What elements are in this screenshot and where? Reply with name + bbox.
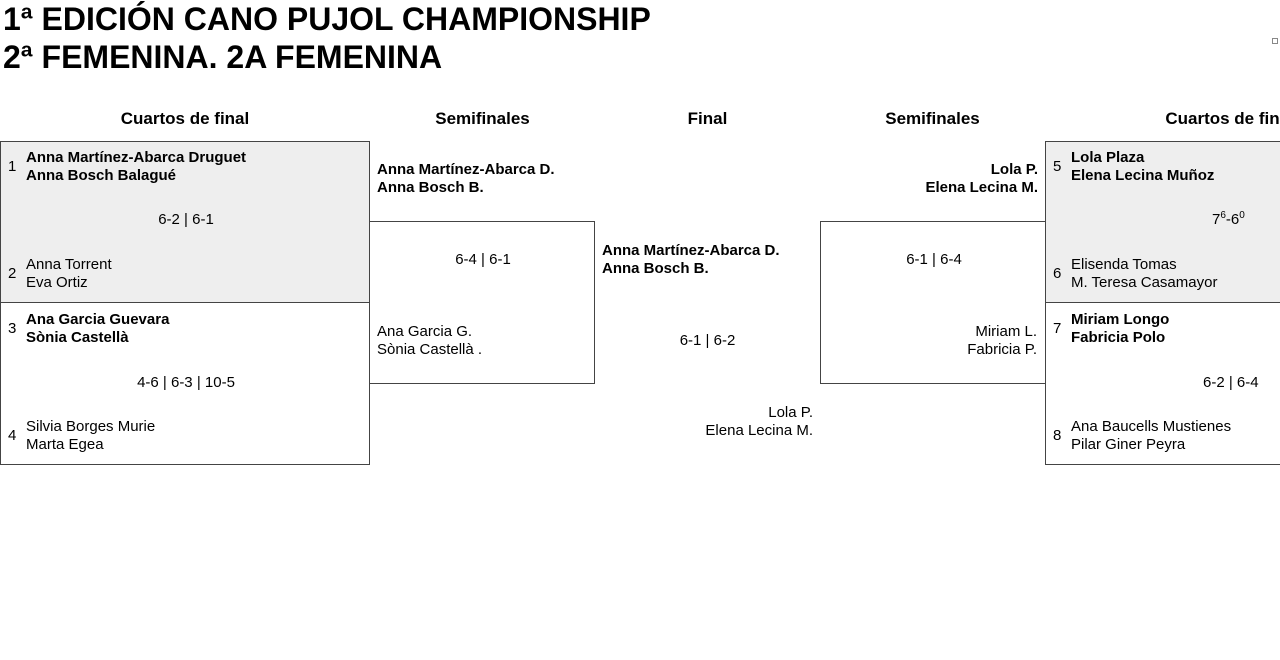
seed-number: 7 xyxy=(1053,320,1062,337)
team-bottom[interactable]: Silvia Borges Murie Marta Egea xyxy=(26,418,155,454)
seed-number: 2 xyxy=(8,265,17,282)
team-top[interactable]: Anna Martínez-Abarca Druguet Anna Bosch … xyxy=(26,149,246,185)
final-loser[interactable]: Lola P. Elena Lecina M. xyxy=(595,404,813,440)
team-top[interactable]: Ana Garcia Guevara Sònia Castellà xyxy=(26,311,169,347)
team-bottom[interactable]: Anna Torrent Eva Ortiz xyxy=(26,256,112,292)
final-winner[interactable]: Anna Martínez-Abarca D. Anna Bosch B. xyxy=(602,242,780,278)
match-qf-4[interactable]: 7 Miriam Longo Fabricia Polo 6-2 | 6-4 8… xyxy=(1045,302,1280,465)
player-name: Ana Baucells Mustienes xyxy=(1071,418,1232,435)
round-header-qf-right: Cuartos de fin xyxy=(1165,109,1280,128)
match-score: 6-1 | 6-4 xyxy=(906,251,962,268)
player-name: M. Teresa Casamayor xyxy=(1071,274,1218,291)
player-name: Elena Lecina M. xyxy=(925,179,1038,196)
player-name: Sònia Castellà xyxy=(26,329,129,346)
player-name: Lola P. xyxy=(768,404,813,421)
seed-number: 6 xyxy=(1053,265,1062,282)
player-name: Anna Martínez-Abarca D. xyxy=(377,161,555,178)
player-name: Anna Torrent xyxy=(26,256,112,273)
match-score: 6-4 | 6-1 xyxy=(455,251,511,268)
category-title: 2ª FEMENINA. 2A FEMENINA xyxy=(3,39,443,75)
match-score: 4-6 | 6-3 | 10-5 xyxy=(137,374,235,391)
match-qf-3[interactable]: 5 Lola Plaza Elena Lecina Muñoz 76-60 6 … xyxy=(1045,141,1280,303)
match-sf-left[interactable]: 6-4 | 6-1 Ana Garcia G. Sònia Castellà . xyxy=(369,221,595,384)
match-score: 6-2 | 6-1 xyxy=(158,211,214,228)
sf-right-winner[interactable]: Lola P. Elena Lecina M. xyxy=(820,161,1038,197)
sf-left-loser[interactable]: Ana Garcia G. Sònia Castellà . xyxy=(377,323,482,359)
seed-number: 5 xyxy=(1053,158,1062,175)
team-bottom[interactable]: Elisenda Tomas M. Teresa Casamayor xyxy=(1071,256,1217,292)
player-name: Miriam Longo xyxy=(1071,311,1170,328)
round-header-final: Final xyxy=(687,109,728,128)
player-name: Fabricia P. xyxy=(967,341,1037,358)
player-name: Ana Garcia G. xyxy=(377,323,473,340)
player-name: Anna Bosch Balagué xyxy=(26,167,177,184)
match-qf-2[interactable]: 3 Ana Garcia Guevara Sònia Castellà 4-6 … xyxy=(0,302,370,465)
player-name: Lola P. xyxy=(990,161,1038,178)
player-name: Anna Martínez-Abarca Druguet xyxy=(26,149,247,166)
player-name: Ana Garcia Guevara xyxy=(26,311,170,328)
round-header-sf-left: Semifinales xyxy=(435,109,530,128)
team-bottom[interactable]: Ana Baucells Mustienes Pilar Giner Peyra xyxy=(1071,418,1231,454)
player-name: Elisenda Tomas xyxy=(1071,256,1177,273)
final-score: 6-1 | 6-2 xyxy=(679,332,736,349)
tournament-title: 1ª EDICIÓN CANO PUJOL CHAMPIONSHIP xyxy=(3,1,651,37)
player-name: Eva Ortiz xyxy=(26,274,88,291)
match-qf-1[interactable]: 1 Anna Martínez-Abarca Druguet Anna Bosc… xyxy=(0,141,370,303)
sf-left-winner[interactable]: Anna Martínez-Abarca D. Anna Bosch B. xyxy=(377,161,555,197)
player-name: Silvia Borges Murie xyxy=(26,418,156,435)
seed-number: 4 xyxy=(8,427,17,444)
match-sf-right[interactable]: 6-1 | 6-4 Miriam L. Fabricia P. xyxy=(820,221,1046,384)
team-top[interactable]: Miriam Longo Fabricia Polo xyxy=(1071,311,1169,347)
player-name: Lola Plaza xyxy=(1071,149,1145,166)
player-name: Anna Bosch B. xyxy=(602,260,709,277)
small-square-icon xyxy=(1272,38,1278,44)
match-score: 6-2 | 6-4 xyxy=(1203,374,1259,391)
player-name: Pilar Giner Peyra xyxy=(1071,436,1186,453)
seed-number: 3 xyxy=(8,320,17,337)
match-score: 76-60 xyxy=(1212,210,1245,229)
player-name: Miriam L. xyxy=(975,323,1037,340)
player-name: Sònia Castellà . xyxy=(377,341,483,358)
seed-number: 1 xyxy=(8,158,17,175)
player-name: Elena Lecina M. xyxy=(705,422,813,439)
team-top[interactable]: Lola Plaza Elena Lecina Muñoz xyxy=(1071,149,1214,185)
round-header-qf-left: Cuartos de final xyxy=(120,109,250,128)
player-name: Anna Bosch B. xyxy=(377,179,484,196)
round-header-sf-right: Semifinales xyxy=(885,109,980,128)
player-name: Marta Egea xyxy=(26,436,104,453)
player-name: Elena Lecina Muñoz xyxy=(1071,167,1215,184)
player-name: Anna Martínez-Abarca D. xyxy=(602,242,780,259)
seed-number: 8 xyxy=(1053,427,1062,444)
sf-right-loser[interactable]: Miriam L. Fabricia P. xyxy=(821,323,1037,359)
player-name: Fabricia Polo xyxy=(1071,329,1166,346)
